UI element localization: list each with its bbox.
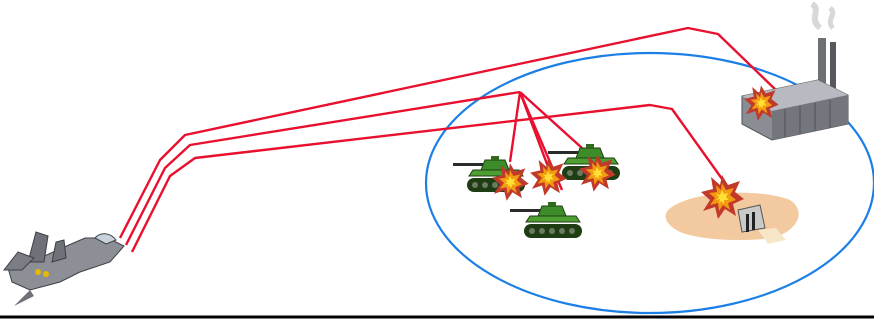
tank-group [452, 143, 621, 239]
fighter-jet-icon [2, 231, 125, 306]
bunker-icon [665, 192, 799, 244]
strike-branch-1 [508, 91, 522, 163]
strike-paths [118, 26, 779, 253]
tank-icon [509, 201, 583, 239]
target-zone-ellipse [424, 51, 874, 315]
strike-branch-3 [519, 91, 583, 149]
strike-path-factory [118, 26, 779, 239]
strike-path-bunker [130, 103, 731, 253]
strike-path-tanks [124, 90, 521, 246]
